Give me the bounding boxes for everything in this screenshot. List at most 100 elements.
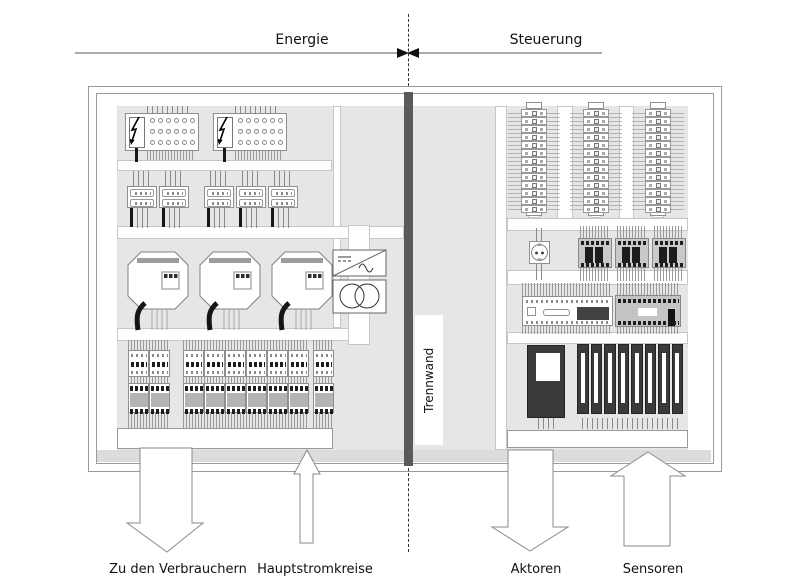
terminal-row bbox=[645, 189, 671, 197]
terminal-column bbox=[583, 109, 609, 213]
pole-dots bbox=[167, 202, 183, 205]
terminal-row bbox=[583, 109, 609, 117]
coupler-label-window bbox=[638, 308, 657, 316]
terminal-contacts bbox=[270, 362, 286, 367]
terminal-screw bbox=[532, 167, 537, 172]
terminal-row bbox=[583, 189, 609, 197]
wire-comb bbox=[582, 418, 680, 429]
terminal-row bbox=[583, 133, 609, 141]
terminal-dot bbox=[246, 129, 251, 134]
terminal-strip-lower bbox=[267, 383, 288, 414]
terminal-contacts bbox=[130, 409, 148, 414]
terminal-strip-upper bbox=[313, 350, 334, 377]
terminal-dot bbox=[649, 184, 652, 187]
terminal-strip-lower bbox=[183, 383, 204, 414]
control-zone-label: Steuerung bbox=[509, 32, 583, 48]
terminal-dots bbox=[291, 354, 307, 357]
terminal-dot bbox=[238, 118, 243, 123]
terminal-dot bbox=[602, 160, 605, 163]
terminal-dot bbox=[158, 129, 163, 134]
wire-comb bbox=[183, 413, 309, 428]
terminal-row bbox=[521, 133, 547, 141]
wire-comb bbox=[147, 106, 191, 113]
wire-comb bbox=[313, 413, 334, 428]
feed-cable bbox=[135, 148, 138, 162]
terminal-dots bbox=[152, 354, 168, 357]
feed-cable bbox=[223, 148, 226, 162]
terminal-dot bbox=[664, 208, 667, 211]
terminal-dot bbox=[278, 140, 283, 145]
terminal-dot bbox=[540, 184, 543, 187]
label-consumers: Zu den Verbrauchern bbox=[109, 562, 247, 577]
terminal-screw bbox=[532, 111, 537, 116]
terminal-dot bbox=[649, 136, 652, 139]
terminal-screw bbox=[594, 159, 599, 164]
terminal-dot bbox=[270, 118, 275, 123]
terminal-dot bbox=[587, 192, 590, 195]
terminal-strip-upper bbox=[183, 350, 204, 377]
wire-comb bbox=[137, 208, 151, 228]
io-module bbox=[617, 344, 629, 414]
terminal-dot bbox=[540, 136, 543, 139]
terminal-dot bbox=[587, 168, 590, 171]
breaker-pole bbox=[162, 189, 186, 197]
service-socket bbox=[529, 241, 550, 264]
wire-comb bbox=[580, 226, 610, 238]
feed-terminal-block bbox=[213, 113, 287, 151]
io-module-slot bbox=[648, 353, 653, 403]
terminal-dot bbox=[587, 152, 590, 155]
terminal-row bbox=[521, 141, 547, 149]
breaker-module bbox=[268, 186, 298, 208]
terminal-screw bbox=[656, 159, 661, 164]
terminal-dots bbox=[186, 371, 202, 374]
io-module bbox=[590, 344, 602, 414]
terminal-dot bbox=[540, 176, 543, 179]
terminal-contacts bbox=[269, 386, 287, 391]
terminal-contacts bbox=[315, 409, 333, 414]
terminal-strip-upper bbox=[288, 350, 309, 377]
terminal-dot bbox=[158, 140, 163, 145]
terminal-dot bbox=[525, 112, 528, 115]
terminal-screw bbox=[532, 207, 537, 212]
terminal-dots bbox=[270, 354, 286, 357]
terminal-contacts bbox=[248, 409, 266, 414]
rail-tab bbox=[650, 102, 666, 109]
terminal-screw bbox=[656, 199, 661, 204]
terminal-row bbox=[645, 133, 671, 141]
wire-comb bbox=[617, 268, 647, 281]
terminal-dot bbox=[664, 160, 667, 163]
terminal-row bbox=[583, 117, 609, 125]
pole-dots bbox=[276, 192, 292, 195]
breaker-module bbox=[236, 186, 266, 208]
cable-duct-bottom-right bbox=[507, 430, 688, 448]
terminal-strip-upper bbox=[204, 350, 225, 377]
terminal-dot bbox=[664, 136, 667, 139]
display-window bbox=[577, 307, 609, 320]
terminal-strip-upper bbox=[246, 350, 267, 377]
terminal-dot bbox=[649, 168, 652, 171]
label-main-circuits: Hauptstromkreise bbox=[257, 562, 373, 577]
relay-slot bbox=[622, 247, 630, 263]
cable-duct-bottom-left bbox=[117, 428, 333, 449]
terminal-screw bbox=[594, 175, 599, 180]
terminal-dot bbox=[525, 168, 528, 171]
terminal-dots bbox=[152, 371, 168, 374]
terminal-screw bbox=[594, 199, 599, 204]
terminal-dot bbox=[664, 200, 667, 203]
terminal-dot bbox=[525, 152, 528, 155]
terminal-screw bbox=[594, 151, 599, 156]
terminal-body bbox=[130, 393, 148, 407]
breaker-pole bbox=[162, 199, 186, 207]
relay-contacts bbox=[618, 263, 647, 267]
wire-comb bbox=[246, 208, 260, 228]
wire-comb bbox=[538, 418, 558, 429]
terminal-dot bbox=[664, 168, 667, 171]
terminal-body bbox=[151, 393, 169, 407]
plc-rack bbox=[577, 344, 683, 414]
terminal-row bbox=[645, 197, 671, 205]
terminal-dot bbox=[182, 140, 187, 145]
terminal-screw bbox=[594, 143, 599, 148]
terminal-dot bbox=[166, 129, 171, 134]
terminal-dot bbox=[587, 200, 590, 203]
breaker-cable bbox=[207, 208, 210, 227]
